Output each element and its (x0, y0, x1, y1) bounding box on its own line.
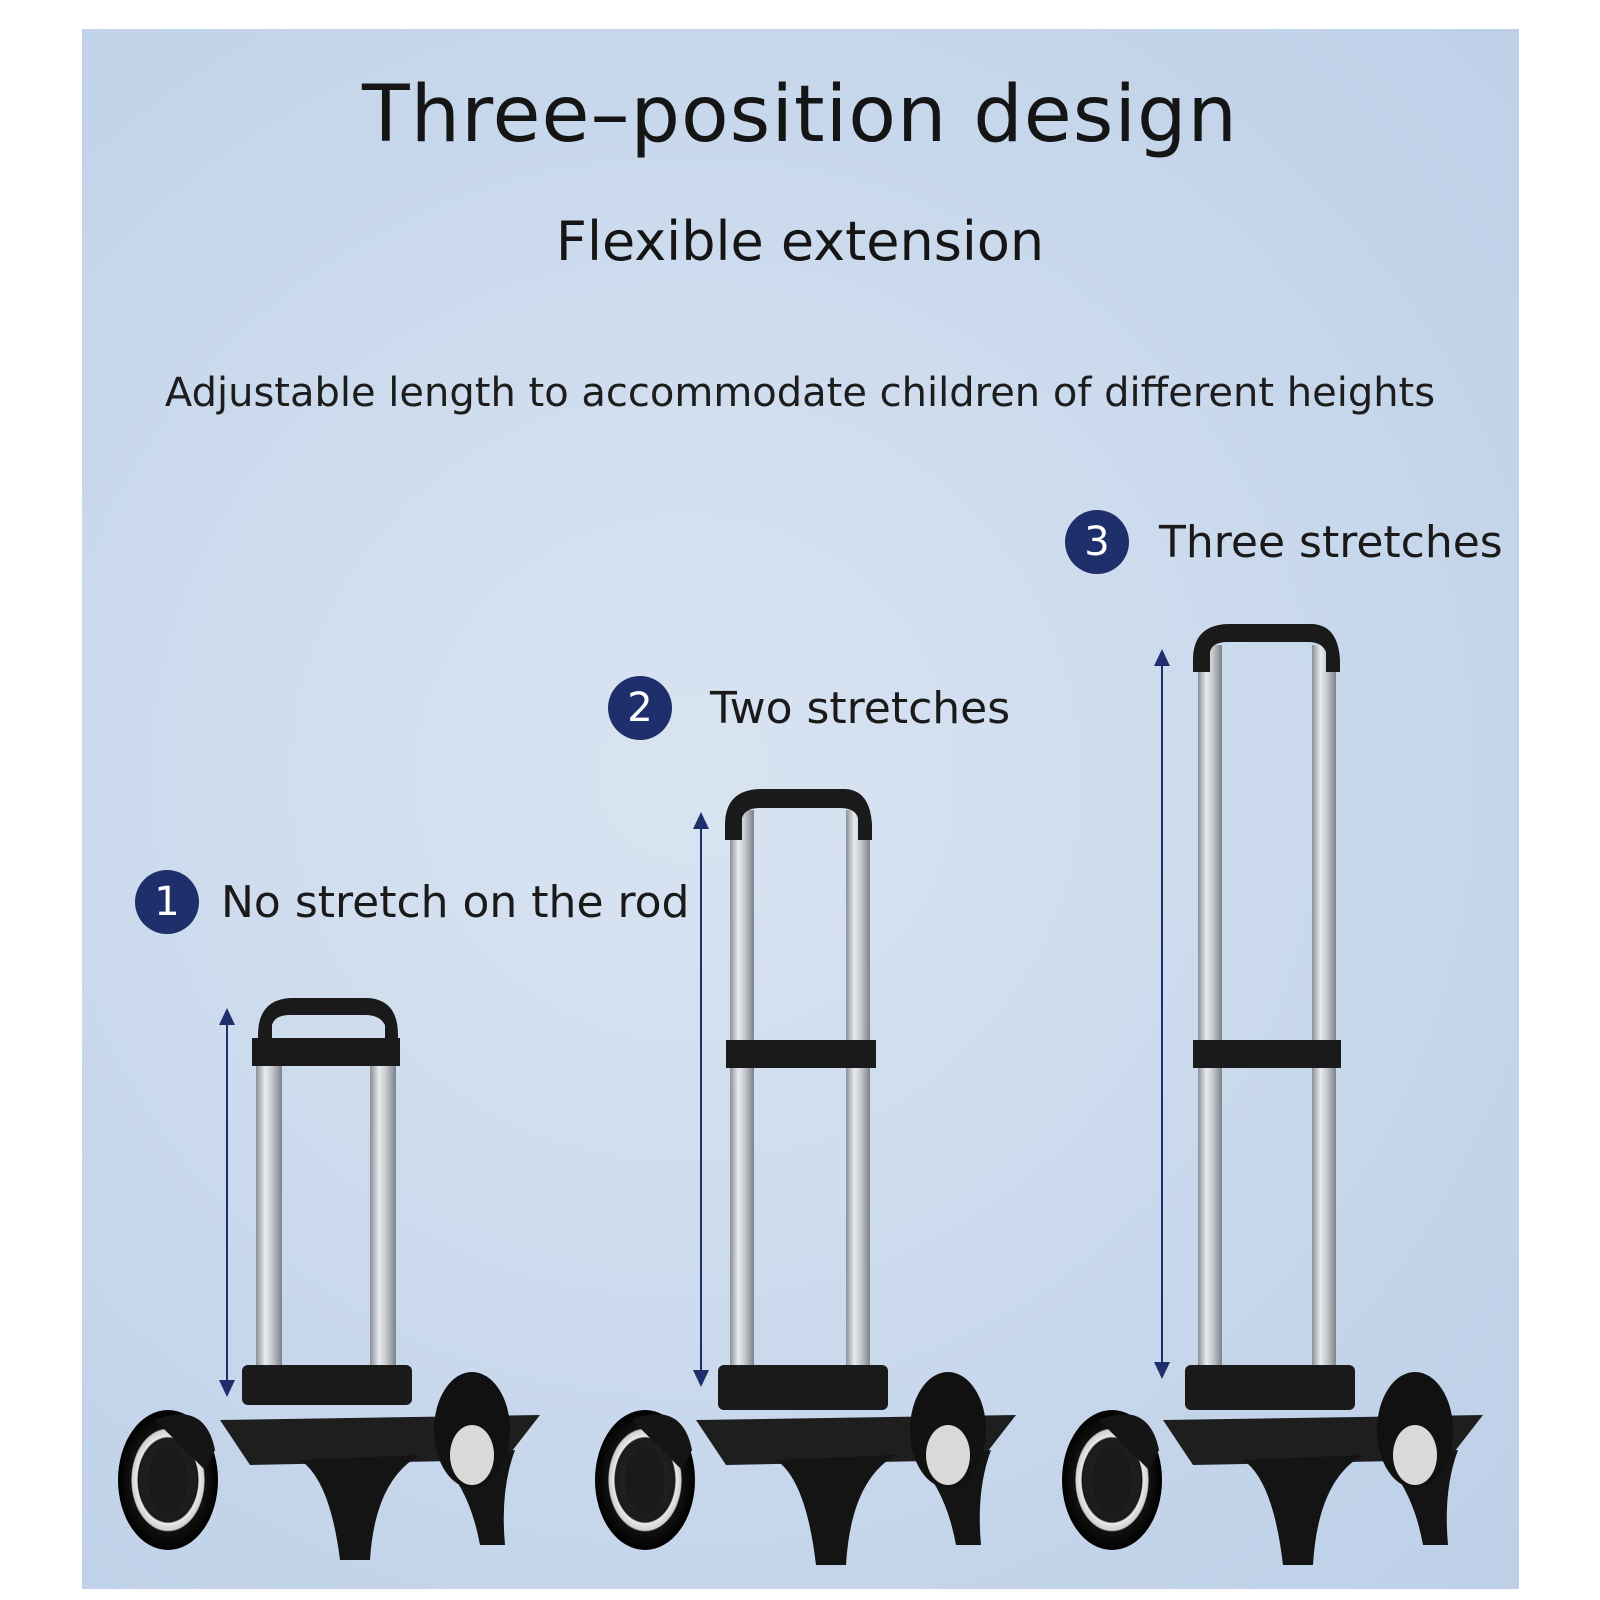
trolley-icon (595, 789, 1016, 1565)
step-1-label: No stretch on the rod (221, 876, 690, 928)
page-description: Adjustable length to accommodate childre… (164, 370, 1436, 416)
double-arrow-icon (219, 1008, 235, 1397)
step-3: 3 Three stretches (1065, 510, 1503, 574)
step-3-label: Three stretches (1159, 516, 1503, 568)
trolley-icon (118, 998, 540, 1560)
step-1: 1 No stretch on the rod (135, 870, 689, 934)
page-title: Three–position design (362, 70, 1238, 160)
page-subtitle: Flexible extension (555, 210, 1045, 273)
trolley-icon (1062, 624, 1483, 1565)
step-2: 2 Two stretches (608, 676, 1010, 740)
double-arrow-icon (693, 812, 709, 1387)
step-1-badge: 1 (135, 870, 199, 934)
step-3-badge: 3 (1065, 510, 1129, 574)
double-arrow-icon (1154, 649, 1170, 1379)
background-panel (82, 29, 1519, 1589)
step-2-badge: 2 (608, 676, 672, 740)
step-2-label: Two stretches (710, 682, 1011, 734)
